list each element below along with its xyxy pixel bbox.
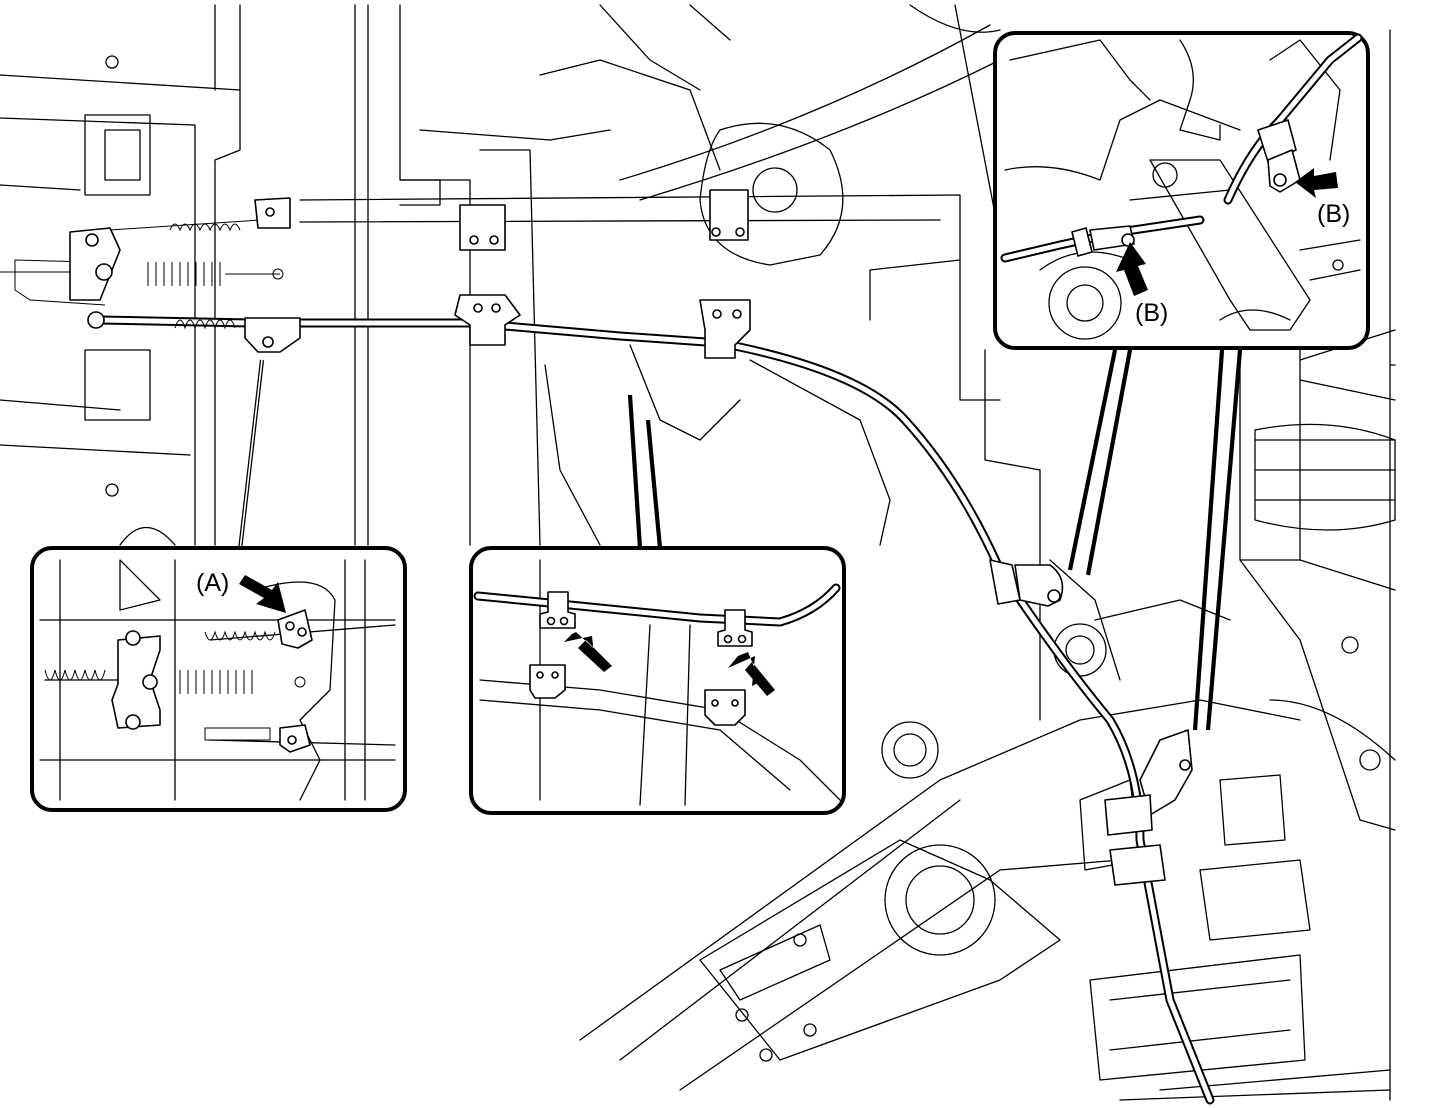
arrow-b-top-icon — [1295, 168, 1338, 198]
arrow-clamp-1-icon — [564, 632, 612, 672]
inset-detail-b: (B) (B) — [993, 31, 1370, 350]
callout-label-b-top: (B) — [1317, 200, 1350, 228]
parking-brake-cable — [0, 189, 1215, 1105]
arrow-a-icon — [239, 575, 286, 613]
inset-detail-clamps — [469, 546, 846, 815]
callout-label-a: (A) — [196, 569, 229, 597]
arrow-clamp-2-icon — [728, 652, 775, 696]
underbody-background — [0, 4, 1396, 1101]
callout-label-b-bottom: (B) — [1135, 299, 1168, 327]
inset-detail-a: (A) — [30, 546, 407, 812]
callout-leader-lines — [237, 349, 1243, 731]
inset-clamps-frame — [469, 546, 846, 815]
inset-b-frame — [993, 31, 1370, 350]
arrow-b-bottom-icon — [1116, 242, 1148, 296]
